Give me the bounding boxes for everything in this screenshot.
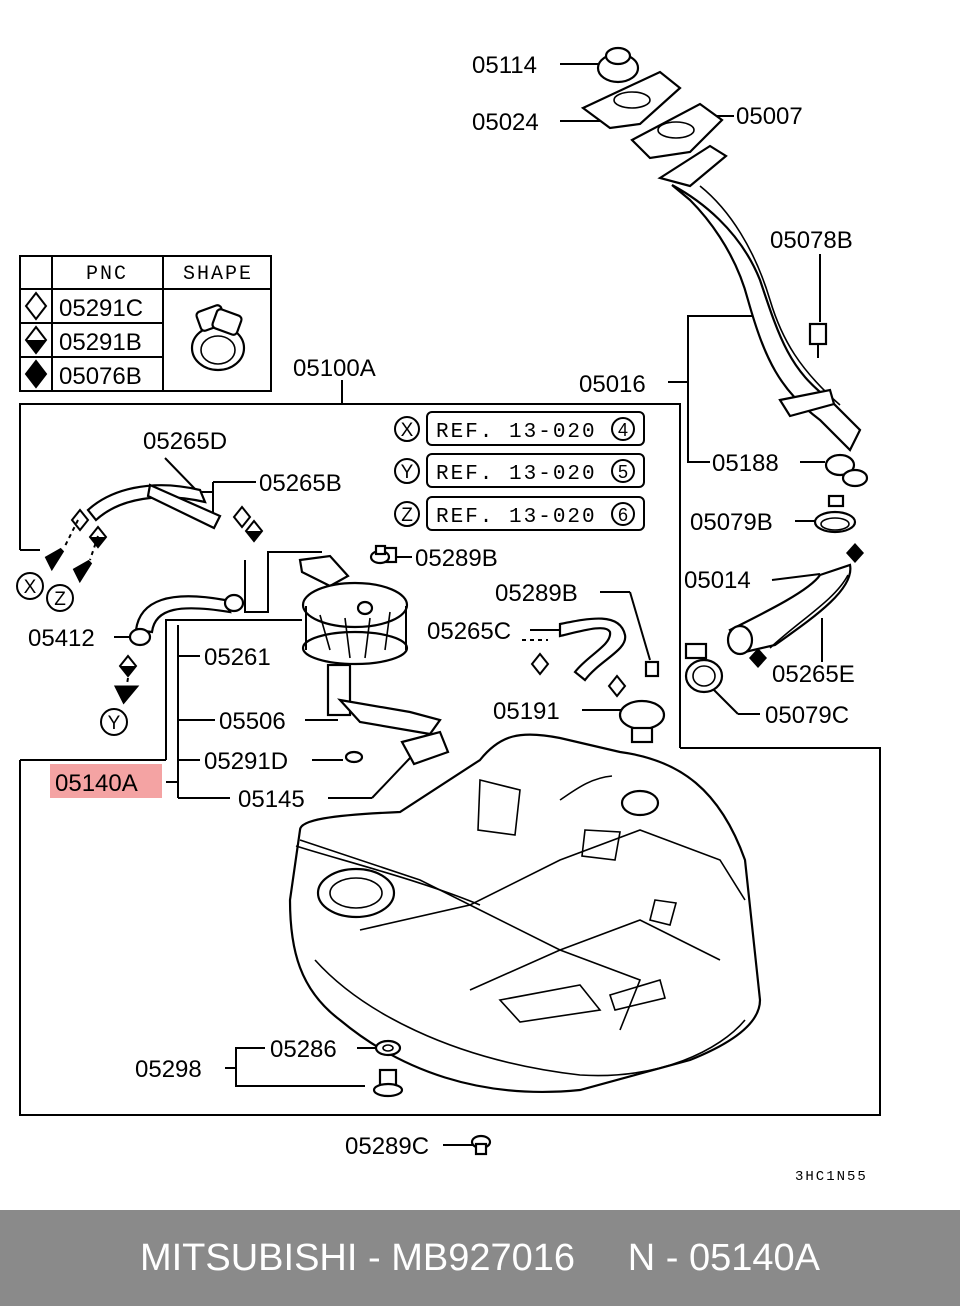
legend-header-pnc: PNC [86, 263, 128, 286]
legend-table: PNC SHAPE 05291C 05291B 05076B [19, 255, 272, 392]
label-05145: 05145 [238, 786, 305, 813]
label-05024: 05024 [472, 109, 539, 136]
svg-text:X: X [401, 420, 414, 441]
assembly-outlines [19, 315, 881, 1116]
label-05265D: 05265D [143, 428, 227, 455]
svg-text:4: 4 [618, 420, 628, 440]
label-05412: 05412 [28, 625, 95, 652]
hose-05014 [726, 563, 852, 656]
diagram-code: 3HC1N55 [795, 1169, 868, 1185]
filler-neck [657, 144, 869, 488]
reference-boxes: X REF. 13-020 4 Y REF. 13-020 5 Z REF. 1… [394, 411, 645, 531]
legend-row-2: 05291B [59, 329, 142, 356]
label-05291D: 05291D [204, 748, 288, 775]
clamp-05079B [813, 494, 857, 534]
label-05265B: 05265B [259, 470, 342, 497]
label-05100A: 05100A [293, 355, 376, 382]
svg-text:REF. 13-020: REF. 13-020 [436, 506, 597, 529]
filled-diamond-icon [846, 543, 864, 563]
svg-text:Y: Y [108, 713, 121, 734]
fuel-tank [288, 733, 762, 1094]
label-05261: 05261 [204, 644, 271, 671]
parts-diagram: PNC SHAPE 05291C 05291B 05076B [16, 46, 881, 1185]
svg-text:X: X [24, 577, 37, 598]
svg-text:Z: Z [54, 589, 66, 610]
svg-text:REF. 13-020: REF. 13-020 [436, 463, 597, 486]
marker-x-left [16, 572, 44, 600]
label-05007: 05007 [736, 103, 803, 130]
label-05014: 05014 [684, 567, 751, 594]
fuel-cap-assembly [580, 46, 724, 160]
marker-y-left [100, 708, 128, 736]
svg-text:Z: Z [401, 505, 413, 526]
label-05289B-top: 05289B [415, 545, 498, 572]
ref-markers: X Z Y [16, 572, 128, 736]
ref-box-y: Y REF. 13-020 5 [394, 453, 645, 488]
svg-text:REF. 13-020: REF. 13-020 [436, 421, 597, 444]
open-diamond-icon [24, 291, 48, 321]
label-05079C: 05079C [765, 702, 849, 729]
svg-text:5: 5 [618, 462, 628, 482]
label-05078B: 05078B [770, 227, 853, 254]
hose-05265C [558, 617, 627, 682]
svg-text:6: 6 [618, 505, 628, 525]
svg-text:Y: Y [401, 462, 414, 483]
legend-row-1: 05291C [59, 295, 143, 322]
ref-box-z: Z REF. 13-020 6 [394, 496, 645, 531]
marker-z-left [46, 584, 74, 612]
label-05265E: 05265E [772, 661, 855, 688]
legend-header-shape: SHAPE [183, 263, 253, 286]
footer-banner: MITSUBISHI - MB927016 N - 05140A [0, 1210, 960, 1306]
highlight-box [50, 764, 162, 798]
connection-arrows [20, 519, 548, 705]
filled-diamond-icon [749, 648, 767, 668]
bolts-05298 [369, 544, 492, 1156]
clamp-05079C [684, 642, 724, 694]
ref-box-x: X REF. 13-020 4 [394, 411, 645, 446]
clip-markers [70, 505, 627, 698]
label-05114: 05114 [472, 52, 537, 79]
fuel-pump-module [298, 546, 450, 766]
label-05140A: 05140A [55, 770, 138, 797]
part-labels: 05114 05024 05007 05078B 05016 05188 050… [28, 52, 868, 1185]
legend-row-3: 05076B [59, 363, 142, 390]
label-05016: 05016 [579, 371, 646, 398]
label-05286: 05286 [270, 1036, 337, 1063]
cap-05191 [618, 660, 666, 744]
hoses-left [86, 483, 245, 647]
label-05191: 05191 [493, 698, 560, 725]
label-05188: 05188 [712, 450, 779, 477]
label-05265C: 05265C [427, 618, 511, 645]
label-05506: 05506 [219, 708, 286, 735]
label-05079B: 05079B [690, 509, 773, 536]
label-05289B-mid: 05289B [495, 580, 578, 607]
filled-diamond-icon [24, 359, 48, 389]
label-05298: 05298 [135, 1056, 202, 1083]
clamp-shape-icon [190, 304, 246, 372]
label-05289C: 05289C [345, 1133, 429, 1160]
